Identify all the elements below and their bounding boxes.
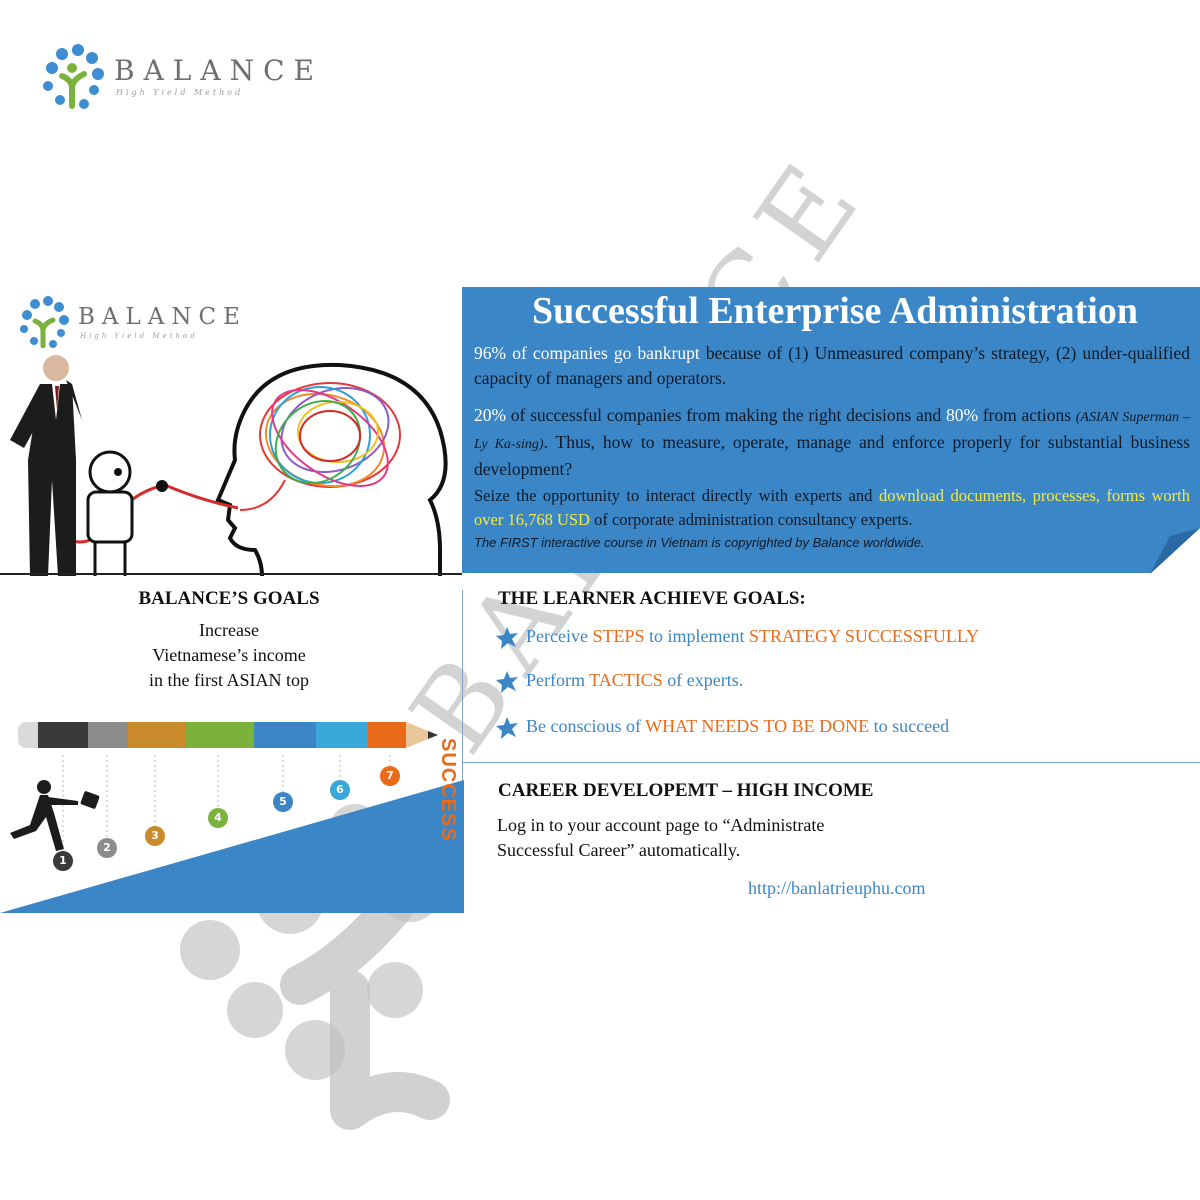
step-marker: 7 [380, 766, 400, 786]
career-heading: CAREER DEVELOPEMT – HIGH INCOME [498, 780, 874, 801]
balance-goals-line: in the first ASIAN top [149, 670, 309, 690]
learner-goals-heading: THE LEARNER ACHIEVE GOALS: [498, 588, 806, 609]
logo-tagline: High Yield Method [80, 332, 198, 340]
goal-keyword: WHAT NEEDS TO BE DONE [645, 716, 870, 736]
banner-title: Successful Enterprise Administration [532, 290, 1138, 332]
pencil-timeline [18, 722, 438, 748]
career-line: Log in to your account page to “Administ… [497, 815, 825, 835]
top-logo: BALANCE High Yield Method [40, 44, 314, 114]
download-highlight: download documents, processes, forms wor… [474, 486, 1191, 529]
bankrupt-highlight: 96% of companies go bankrupt [474, 343, 700, 363]
goal-text: Perform [526, 670, 590, 690]
step-marker: 2 [97, 838, 117, 858]
illustration-baseline [0, 573, 462, 575]
step-marker: 3 [145, 826, 165, 846]
burst-bullet-icon [496, 670, 518, 693]
banner-text: of corporate administration consultancy … [589, 510, 913, 529]
logo-name: BALANCE [114, 54, 323, 87]
logo-name: BALANCE [78, 304, 247, 330]
timeline-segment [88, 722, 128, 748]
timeline-segment [128, 722, 186, 748]
pencil-eraser [18, 722, 38, 748]
illustration-head-doctor [10, 355, 448, 576]
goal-item-1: Perceive STEPS to implement STRATEGY SUC… [496, 626, 979, 649]
banner-text: because of (1) Unmeasured company’s stra… [474, 343, 1191, 388]
goal-keyword: TACTICS [589, 670, 663, 690]
goal-text: of experts. [662, 670, 744, 690]
timeline-segment [316, 722, 368, 748]
goal-item-2: Perform TACTICS of experts. [496, 670, 743, 693]
goal-text: to implement [644, 626, 749, 646]
success-staircase [0, 755, 464, 913]
percent-highlight: 80% [945, 405, 979, 425]
banner-text: of successful companies from making the … [506, 405, 946, 425]
step-marker: 4 [208, 808, 228, 828]
balance-goals-line: Vietnamese’s income [152, 645, 306, 665]
banner-paragraph-3: Seize the opportunity to interact direct… [474, 484, 1190, 532]
banner-copyright-note: The FIRST interactive course in Vietnam … [474, 535, 925, 550]
goal-keyword: STEPS [592, 626, 645, 646]
logo-tagline: High Yield Method [116, 88, 244, 97]
step-marker: 6 [330, 780, 350, 800]
website-link[interactable]: http://banlatrieuphu.com [748, 878, 926, 898]
quote-attribution: (ASIAN Superman – Ly Ka-sing) [474, 410, 1190, 452]
banner-text: Seize the opportunity to interact direct… [474, 486, 879, 505]
balance-goals-heading: BALANCE’S GOALS [138, 588, 320, 609]
balance-goals-line: Increase [199, 620, 259, 640]
career-line: Successful Career” automatically. [497, 840, 741, 860]
banner-paragraph-1: 96% of companies go bankrupt because of … [474, 341, 1190, 391]
timeline-segment [254, 722, 316, 748]
timeline-segment [368, 722, 406, 748]
panel-logo: BALANCE High Yield Method [18, 296, 248, 352]
burst-bullet-icon [496, 626, 518, 649]
pencil-tip [406, 722, 438, 748]
goal-keyword: STRATEGY SUCCESSFULLY [748, 626, 980, 646]
banner-corner-fold [1150, 528, 1200, 574]
goal-text: to succeed [869, 716, 950, 736]
logo-icon [43, 44, 104, 109]
percent-highlight: 20% [474, 405, 507, 425]
banner-text: from actions [978, 405, 1076, 425]
banner-paragraph-2: 20% of successful companies from making … [474, 403, 1190, 482]
horizontal-divider [463, 762, 1200, 763]
vertical-divider [462, 590, 463, 912]
banner-background [462, 287, 1200, 573]
success-label: SUCCESS [437, 738, 459, 842]
goal-text: Perceive [526, 626, 593, 646]
step-marker: 5 [273, 792, 293, 812]
goal-item-3: Be conscious of WHAT NEEDS TO BE DONE to… [496, 716, 949, 739]
timeline-segment [186, 722, 254, 748]
banner-text: . Thus, how to measure, operate, manage … [474, 432, 1190, 479]
burst-bullet-icon [496, 716, 518, 739]
timeline-segment [38, 722, 88, 748]
logo-icon [20, 296, 69, 348]
goal-text: Be conscious of [526, 716, 646, 736]
success-word: SUCCESS [430, 738, 460, 842]
step-marker: 1 [53, 851, 73, 871]
